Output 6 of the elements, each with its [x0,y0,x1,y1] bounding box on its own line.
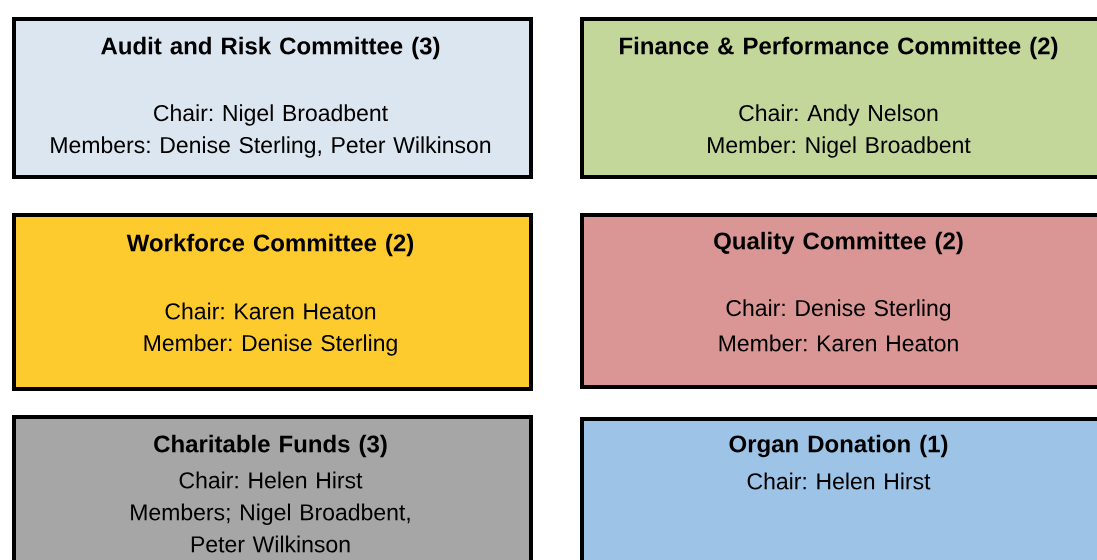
committee-box: Workforce Committee (2) Chair: Karen Heaton Member: Denise Sterling [12,213,533,391]
committee-box: Charitable Funds (3) Chair: Helen Hirst Members; Nigel Broadbent, Peter Wilkinson [12,415,533,560]
committee-box: Quality Committee (2) Chair: Denise Sterling Member: Karen Heaton [580,213,1097,389]
committee-box: Organ Donation (1) Chair: Helen Hirst [580,417,1097,560]
committee-box: Audit and Risk Committee (3) Chair: Nigel Broadbent Members: Denise Sterling, Peter Wilkinson [12,17,533,179]
committee-box: Finance & Performance Committee (2) Chair: Andy Nelson Member: Nigel Broadbent [580,17,1097,179]
